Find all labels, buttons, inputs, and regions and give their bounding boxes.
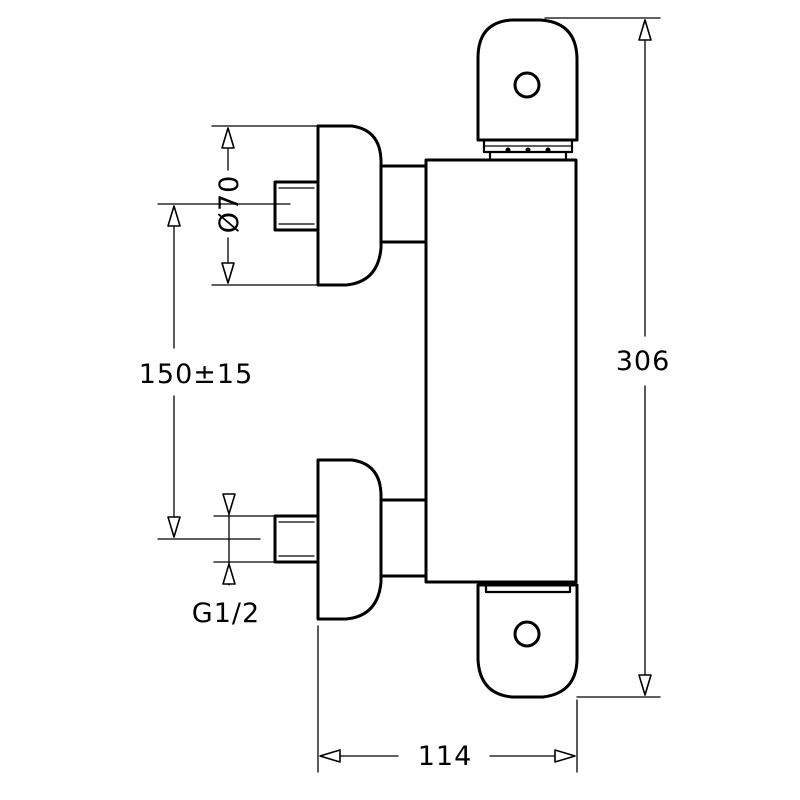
height-label: 306 (616, 346, 671, 377)
upper-thread (273, 180, 320, 232)
height-arrow-bottom (638, 674, 652, 696)
top-handle-screw-icon (513, 71, 541, 99)
dimension-inlet-spacing: 150±15 (139, 203, 291, 540)
bottom-handle (476, 580, 579, 699)
diameter-arrow-bottom (221, 262, 235, 284)
lower-inlet (273, 458, 428, 621)
depth-arrow-right (554, 749, 576, 763)
dimension-total-height: 306 (544, 17, 671, 698)
lower-thread (273, 514, 320, 564)
height-arrow-top (638, 19, 652, 41)
spacing-arrow-top (167, 205, 181, 227)
depth-label: 114 (418, 741, 473, 772)
spacing-arrow-bottom (167, 516, 181, 538)
depth-arrow-left (319, 749, 341, 763)
spacing-label: 150±15 (139, 359, 254, 390)
bottom-handle-screw-icon (513, 620, 541, 648)
diameter-arrow-top (221, 127, 235, 149)
upper-inlet (273, 124, 428, 287)
top-handle (476, 18, 579, 162)
thread-arrow-bottom (222, 563, 236, 585)
dimension-thread: G1/2 (192, 493, 276, 629)
dimension-total-depth: 114 (317, 625, 578, 773)
mixer-body (424, 158, 578, 584)
thread-label: G1/2 (192, 598, 260, 629)
thread-arrow-top (222, 493, 236, 515)
